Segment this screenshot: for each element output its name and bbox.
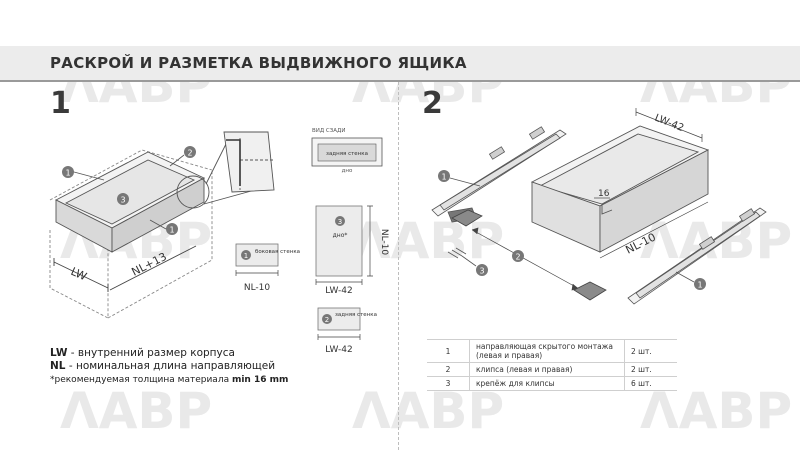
- part-quantity: 2 шт.: [624, 362, 677, 377]
- header-band: [0, 46, 800, 80]
- legend-note: *рекомендуемая толщина материала min 16 …: [50, 375, 289, 385]
- bottom-panel: 3 дно* LW-42 NL-10: [315, 205, 389, 296]
- callout-number: 2: [325, 316, 329, 324]
- parts-table: 1 направляющая скрытого монтажа (левая и…: [427, 339, 677, 391]
- watermark-text: ΛΑΒΡ: [352, 382, 504, 440]
- drawer-isometric: [49, 131, 275, 319]
- rear-view: ВИД СЗАДИ задняя стенка дно: [311, 128, 383, 174]
- back-panel-label: задняя стенка: [335, 312, 377, 318]
- header-rule: [0, 80, 800, 82]
- side-panel: 1 боковая стенка NL-10: [235, 243, 300, 293]
- callout-number: 3: [479, 267, 484, 276]
- rail-right: [627, 207, 767, 305]
- watermark-text: ΛΑΒΡ: [352, 212, 504, 270]
- callout-number: 1: [244, 252, 248, 260]
- callout-number: 3: [338, 218, 342, 226]
- callout-number: 1: [697, 281, 702, 290]
- part-description: крепёж для клипсы: [469, 376, 625, 391]
- callout-number: 1: [441, 173, 446, 182]
- back-panel-width: LW-42: [325, 345, 352, 355]
- callout-number: 3: [120, 196, 125, 205]
- bottom-panel-width: LW-42: [325, 286, 352, 296]
- back-panel: 2 задняя стенка LW-42: [317, 307, 377, 355]
- part-number: 1: [427, 339, 470, 363]
- right-dimensions: [471, 108, 709, 291]
- table-row: 2 клипса (левая и правая) 2 шт.: [427, 362, 677, 377]
- legend-lw: LW - внутренний размер корпуса: [50, 347, 235, 359]
- part-number: 2: [427, 362, 470, 377]
- part-number: 3: [427, 376, 470, 391]
- callout-number: 1: [65, 169, 70, 178]
- dimension-lw-label: LW: [69, 265, 89, 283]
- dimension-16-label: 16: [598, 189, 610, 199]
- section-number-1: 1: [50, 86, 71, 121]
- watermark-text: ΛΑΒΡ: [640, 382, 792, 440]
- section-number-2: 2: [422, 86, 443, 121]
- callout-number: 2: [515, 253, 520, 262]
- dimension-lw42-label: LW-42: [653, 113, 685, 135]
- part-quantity: 6 шт.: [624, 376, 677, 391]
- bottom-panel-label: дно*: [333, 232, 348, 239]
- callout-number: 1: [169, 226, 174, 235]
- legend-nl: NL - номинальная длина направляющей: [50, 360, 276, 372]
- callout-number: 2: [187, 149, 192, 158]
- side-panel-width: NL-10: [244, 283, 271, 293]
- watermark-text: ΛΑΒΡ: [60, 382, 212, 440]
- table-row: 3 крепёж для клипсы 6 шт.: [427, 376, 677, 391]
- table-row: 1 направляющая скрытого монтажа (левая и…: [427, 339, 677, 363]
- page-title: РАСКРОЙ И РАЗМЕТКА ВЫДВИЖНОГО ЯЩИКА: [50, 54, 467, 72]
- part-quantity: 2 шт.: [624, 339, 677, 363]
- rear-view-caption: ВИД СЗАДИ: [312, 128, 345, 134]
- bottom-panel-height: NL-10: [379, 229, 389, 256]
- rear-view-label: задняя стенка: [326, 151, 368, 157]
- clips: [447, 209, 607, 301]
- section-divider: [398, 82, 399, 450]
- side-panel-label: боковая стенка: [255, 249, 300, 255]
- part-description: клипса (левая и правая): [469, 362, 625, 377]
- drawer-box: [530, 125, 710, 253]
- rear-view-sub: дно: [342, 168, 353, 174]
- part-description: направляющая скрытого монтажа (левая и п…: [469, 339, 625, 363]
